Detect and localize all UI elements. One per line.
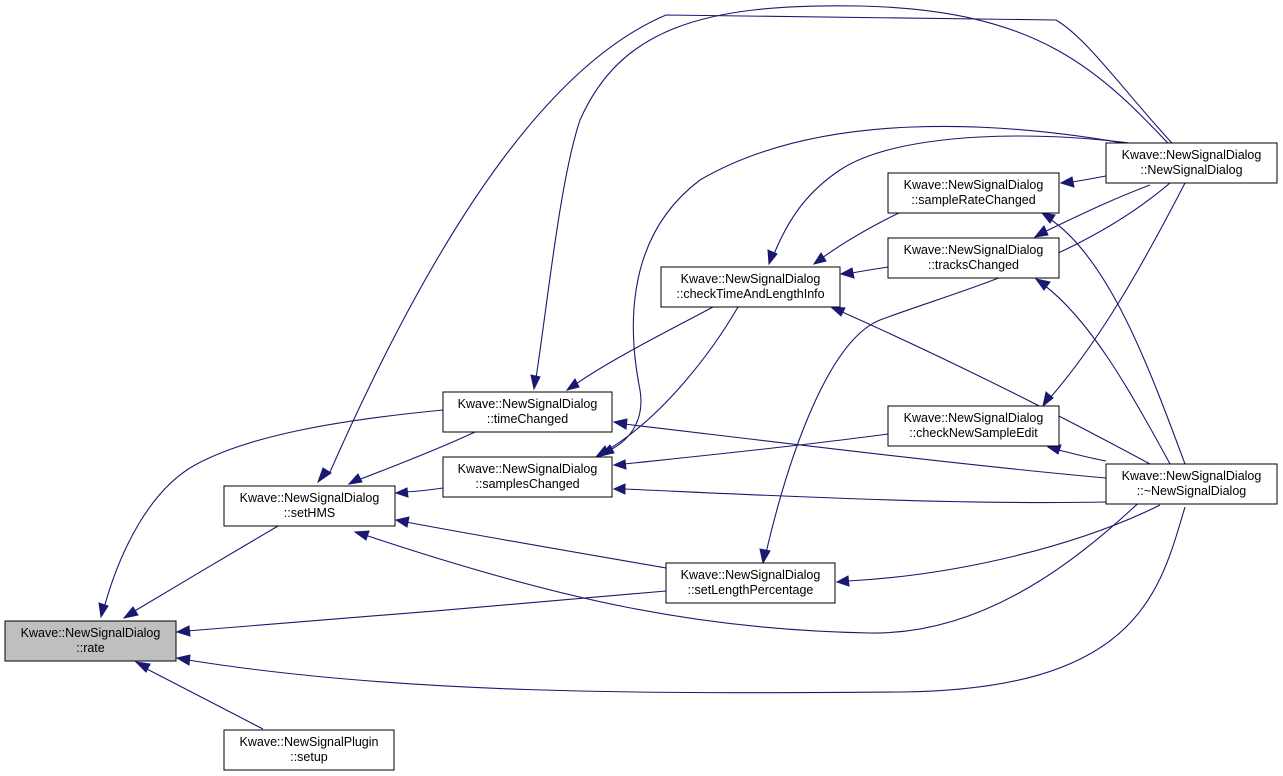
node-timechanged[interactable]: Kwave::NewSignalDialog ::timeChanged [442,391,613,433]
arrowhead [1033,225,1049,238]
edge-dtor-to-rate [187,506,1186,694]
node-dtor-line1: Kwave::NewSignalDialog [1122,469,1262,483]
node-samplerate-line2: ::sampleRateChanged [911,193,1035,207]
edge-ctor-to-tracks [1043,184,1151,233]
edge-dtor-to-tracks [1043,284,1171,465]
arrowhead [835,575,850,587]
edge-ctor-to-timechanged [535,5,1181,379]
node-sethms[interactable]: Kwave::NewSignalDialog ::setHMS [223,485,396,527]
node-samplerate-line1: Kwave::NewSignalDialog [904,178,1044,192]
edge-checktime-to-timechanged [575,306,714,385]
edge-checktime-to-sampleschanged [603,306,739,453]
arrowhead [175,625,191,637]
node-newsignaldialog-ctor[interactable]: Kwave::NewSignalDialog ::NewSignalDialog [1105,142,1278,184]
arrowhead [1042,391,1054,408]
arrowhead [530,374,541,391]
node-sampleratechanged[interactable]: Kwave::NewSignalDialog ::sampleRateChang… [887,172,1060,214]
arrowhead [612,418,628,430]
edge-ctor-to-setlength [765,182,1171,554]
edge-dtor-to-samplerate [1049,218,1186,465]
edges [98,5,1186,730]
node-sampleschanged-line1: Kwave::NewSignalDialog [458,462,598,476]
arrowhead [394,487,409,498]
node-rate-line1: Kwave::NewSignalDialog [21,626,161,640]
arrowhead [1040,212,1056,224]
node-setup[interactable]: Kwave::NewSignalPlugin ::setup [223,729,395,771]
node-rate[interactable]: Kwave::NewSignalDialog ::rate [4,620,177,662]
edge-tracks-to-checktime [851,266,889,274]
node-trackschanged[interactable]: Kwave::NewSignalDialog ::tracksChanged [887,237,1060,279]
node-sethms-line2: ::setHMS [284,506,335,520]
arrowhead [599,444,615,456]
arrowhead [394,516,410,528]
arrowhead [812,252,827,265]
arrowhead [175,654,191,666]
node-dtor-line2: ::~NewSignalDialog [1137,484,1246,498]
edge-ctor-to-samplerate [1071,175,1107,183]
node-rate-line2: ::rate [76,641,105,655]
edge-ctor-to-sampleschanged-loop [609,125,1141,451]
node-setlengthpercentage[interactable]: Kwave::NewSignalDialog ::setLengthPercen… [665,562,836,604]
arrowhead [612,459,627,470]
node-checknew-line1: Kwave::NewSignalDialog [904,411,1044,425]
edge-sethms-to-rate [132,525,279,613]
node-newsignaldialog-dtor[interactable]: Kwave::NewSignalDialog ::~NewSignalDialo… [1105,463,1278,505]
arrowhead [317,467,332,484]
node-checktimeandlengthinfo[interactable]: Kwave::NewSignalDialog ::checkTimeAndLen… [660,266,841,308]
edge-samplerate-to-checktime [821,209,906,259]
nodes: Kwave::NewSignalDialog ::rate Kwave::New… [4,142,1278,771]
node-timechanged-line2: ::timeChanged [487,412,568,426]
edge-ctor-to-rate-loop [329,14,1186,473]
arrowhead [122,606,139,619]
edge-setlength-to-sethms [405,521,667,569]
edge-timechanged-to-rate [103,409,444,609]
edge-sampleschanged-to-sethms [405,487,444,493]
node-ctor-line1: Kwave::NewSignalDialog [1122,148,1262,162]
node-checktime-line2: ::checkTimeAndLengthInfo [676,287,824,301]
node-setlength-line1: Kwave::NewSignalDialog [681,568,821,582]
node-tracks-line1: Kwave::NewSignalDialog [904,243,1044,257]
node-setup-line1: Kwave::NewSignalPlugin [240,735,379,749]
edge-checknew-to-sampleschanged [623,433,889,465]
edge-dtor-to-setlength [847,504,1161,582]
arrowhead [565,378,580,391]
node-timechanged-line1: Kwave::NewSignalDialog [458,397,598,411]
arrowhead [1059,176,1075,188]
node-checknew-line2: ::checkNewSampleEdit [909,426,1038,440]
edge-dtor-to-sampleschanged [623,488,1107,504]
edge-dtor-to-timechanged [623,423,1107,479]
edge-dtor-to-sethms [364,477,1166,634]
arrowhead [134,661,151,673]
node-sethms-line1: Kwave::NewSignalDialog [240,491,380,505]
arrowhead [347,473,363,485]
edge-dtor-to-checknew [1057,449,1107,462]
arrowhead [839,267,855,279]
edge-timechanged-to-sethms [357,431,476,481]
node-sampleschanged-line2: ::samplesChanged [475,477,579,491]
node-checktime-line1: Kwave::NewSignalDialog [681,272,821,286]
arrowhead [1034,278,1051,291]
node-checknewsampleedit[interactable]: Kwave::NewSignalDialog ::checkNewSampleE… [887,405,1060,447]
arrowhead [767,249,778,266]
node-ctor-line2: ::NewSignalDialog [1140,163,1242,177]
node-setup-line2: ::setup [290,750,328,764]
arrowhead [829,306,846,317]
edge-setup-to-rate [144,667,264,730]
arrowhead [759,548,771,565]
edge-ctor-to-checktime [773,135,1151,255]
arrowhead [353,530,370,541]
edge-dtor-to-checktime [839,310,1151,465]
arrowhead [612,483,626,495]
node-setlength-line2: ::setLengthPercentage [688,583,814,597]
edge-setlength-to-rate [186,590,667,632]
edge-ctor-to-checknew [1049,182,1186,399]
arrowhead [98,602,109,619]
node-sampleschanged[interactable]: Kwave::NewSignalDialog ::samplesChanged [442,456,613,498]
node-tracks-line2: ::tracksChanged [928,258,1019,272]
